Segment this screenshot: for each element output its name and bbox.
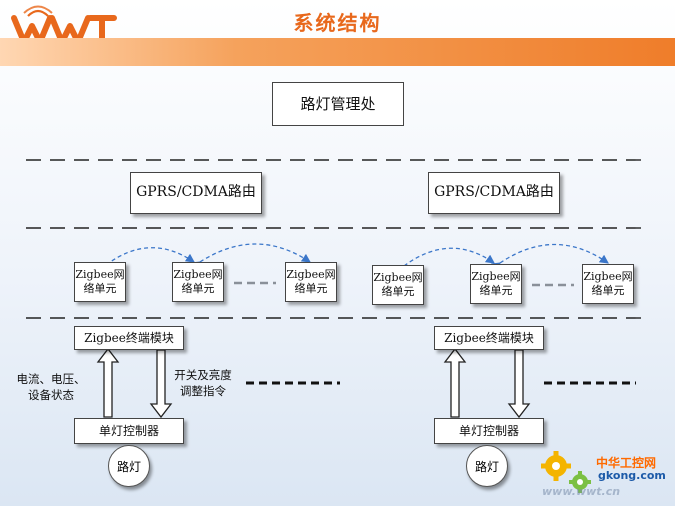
router-box-right: GPRS/CDMA路由 — [428, 172, 560, 214]
upstream-annotation-line: 设备状态 — [28, 387, 74, 402]
management-box: 路灯管理处 — [272, 82, 404, 126]
terminal-module-box-right: Zigbee终端模块 — [434, 326, 544, 350]
lamp-circle-right: 路灯 — [466, 445, 508, 487]
upstream-annotation: 电流、电压、 设备状态 — [10, 372, 92, 403]
management-label: 路灯管理处 — [300, 94, 376, 113]
watermark-url: www.wwt.cn — [542, 485, 621, 498]
downstream-annotation-line: 调整指令 — [180, 383, 226, 398]
controller-box-left: 单灯控制器 — [74, 418, 184, 444]
terminal-module-box-left: Zigbee终端模块 — [74, 326, 184, 350]
watermark-subtitle: gkong.com — [598, 469, 666, 482]
zigbee-link-arrow — [490, 243, 609, 272]
up-arrow-icon — [443, 347, 467, 418]
zigbee-node-label: 络单元 — [479, 284, 513, 297]
zigbee-node-label: 络单元 — [294, 282, 328, 295]
zigbee-node-label: Zigbee网 — [583, 270, 633, 284]
lamp-label: 路灯 — [116, 459, 141, 474]
lamp-circle-left: 路灯 — [108, 445, 150, 487]
header-band — [0, 38, 675, 66]
zigbee-node-label: Zigbee网 — [75, 268, 125, 282]
zigbee-node-label: 络单元 — [181, 282, 215, 295]
zigbee-node-label: Zigbee网 — [471, 270, 521, 284]
terminal-module-label: Zigbee终端模块 — [84, 330, 174, 345]
zigbee-node-label: Zigbee网 — [173, 268, 223, 282]
downstream-annotation: 开关及亮度 调整指令 — [168, 368, 238, 399]
zigbee-node: Zigbee网 络单元 — [372, 265, 424, 305]
down-arrow-icon — [507, 349, 531, 419]
zigbee-node-label: Zigbee网 — [373, 271, 423, 285]
page-title: 系统结构 — [293, 11, 382, 35]
zigbee-link-arrow — [190, 243, 311, 271]
controller-box-right: 单灯控制器 — [434, 418, 544, 444]
router-label: GPRS/CDMA路由 — [434, 184, 554, 201]
upstream-annotation-line: 电流、电压、 — [16, 372, 86, 386]
zigbee-node-label: Zigbee网 — [286, 268, 336, 282]
zigbee-link-arrow — [394, 247, 495, 275]
zigbee-node: Zigbee网 络单元 — [470, 264, 522, 304]
wwt-logo — [11, 5, 117, 45]
zigbee-node: Zigbee网 络单元 — [74, 262, 126, 302]
slide-header: 系统结构 — [0, 0, 675, 66]
down-arrow-icon — [149, 349, 173, 419]
router-label: GPRS/CDMA路由 — [136, 184, 256, 201]
controller-label: 单灯控制器 — [458, 423, 519, 438]
zigbee-node-label: 络单元 — [381, 285, 415, 298]
lamp-label: 路灯 — [474, 459, 499, 474]
zigbee-node-label: 络单元 — [591, 284, 625, 297]
watermark-title: 中华工控网 — [596, 456, 657, 470]
zigbee-link-arrow — [96, 247, 195, 274]
zigbee-node: Zigbee网 络单元 — [582, 264, 634, 304]
up-arrow-icon — [96, 347, 120, 418]
controller-label: 单灯控制器 — [98, 423, 159, 438]
router-box-left: GPRS/CDMA路由 — [130, 172, 262, 214]
terminal-module-label: Zigbee终端模块 — [444, 330, 534, 345]
zigbee-node-label: 络单元 — [83, 282, 117, 295]
downstream-annotation-line: 开关及亮度 — [174, 368, 232, 382]
zigbee-node: Zigbee网 络单元 — [172, 262, 224, 302]
zigbee-node: Zigbee网 络单元 — [285, 262, 337, 302]
